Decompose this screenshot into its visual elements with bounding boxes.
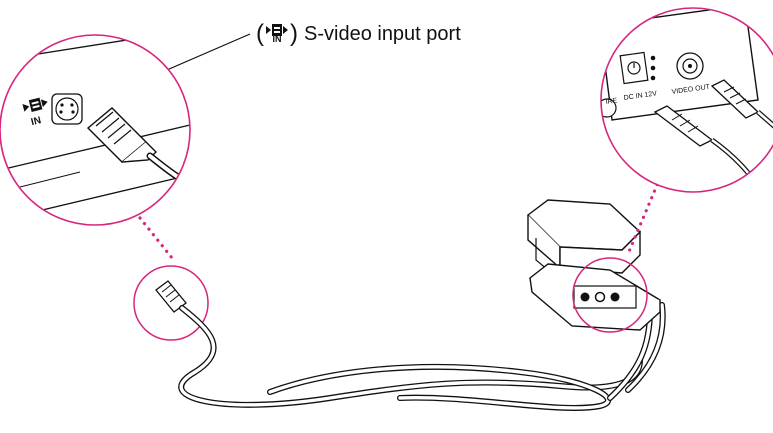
camera-panel-magnifier: IRE DC IN 12V VIDEO OUT (600, 7, 773, 193)
camera-port-callout-circle (572, 257, 648, 333)
callout-close-paren: ) (290, 20, 298, 47)
camera-plug-lower (653, 105, 772, 192)
callout-open-paren: ( (256, 20, 264, 47)
camera-icon (526, 199, 662, 331)
s-video-port-icon: IN (266, 24, 288, 44)
panel-label-ire: IRE (605, 97, 618, 106)
left-magnifier-circle (0, 34, 191, 226)
computer-port-in-label: IN (30, 115, 42, 128)
callout-icon-in-label: IN (272, 34, 282, 44)
callout-label: S-video input port (304, 22, 461, 45)
s-video-port-callout: ( IN ) S-video input port (256, 16, 461, 52)
right-dotted-leader (626, 176, 662, 256)
cable-end-callout (133, 265, 209, 341)
right-magnifier-circle (600, 7, 773, 193)
panel-label-dc-in: DC IN 12V (623, 90, 657, 102)
left-dotted-leader (138, 216, 174, 260)
s-video-port-icon: IN (22, 97, 48, 128)
computer-port-magnifier: IN (0, 34, 191, 226)
camera-plug-upper (710, 79, 773, 142)
s-video-socket (51, 93, 83, 125)
